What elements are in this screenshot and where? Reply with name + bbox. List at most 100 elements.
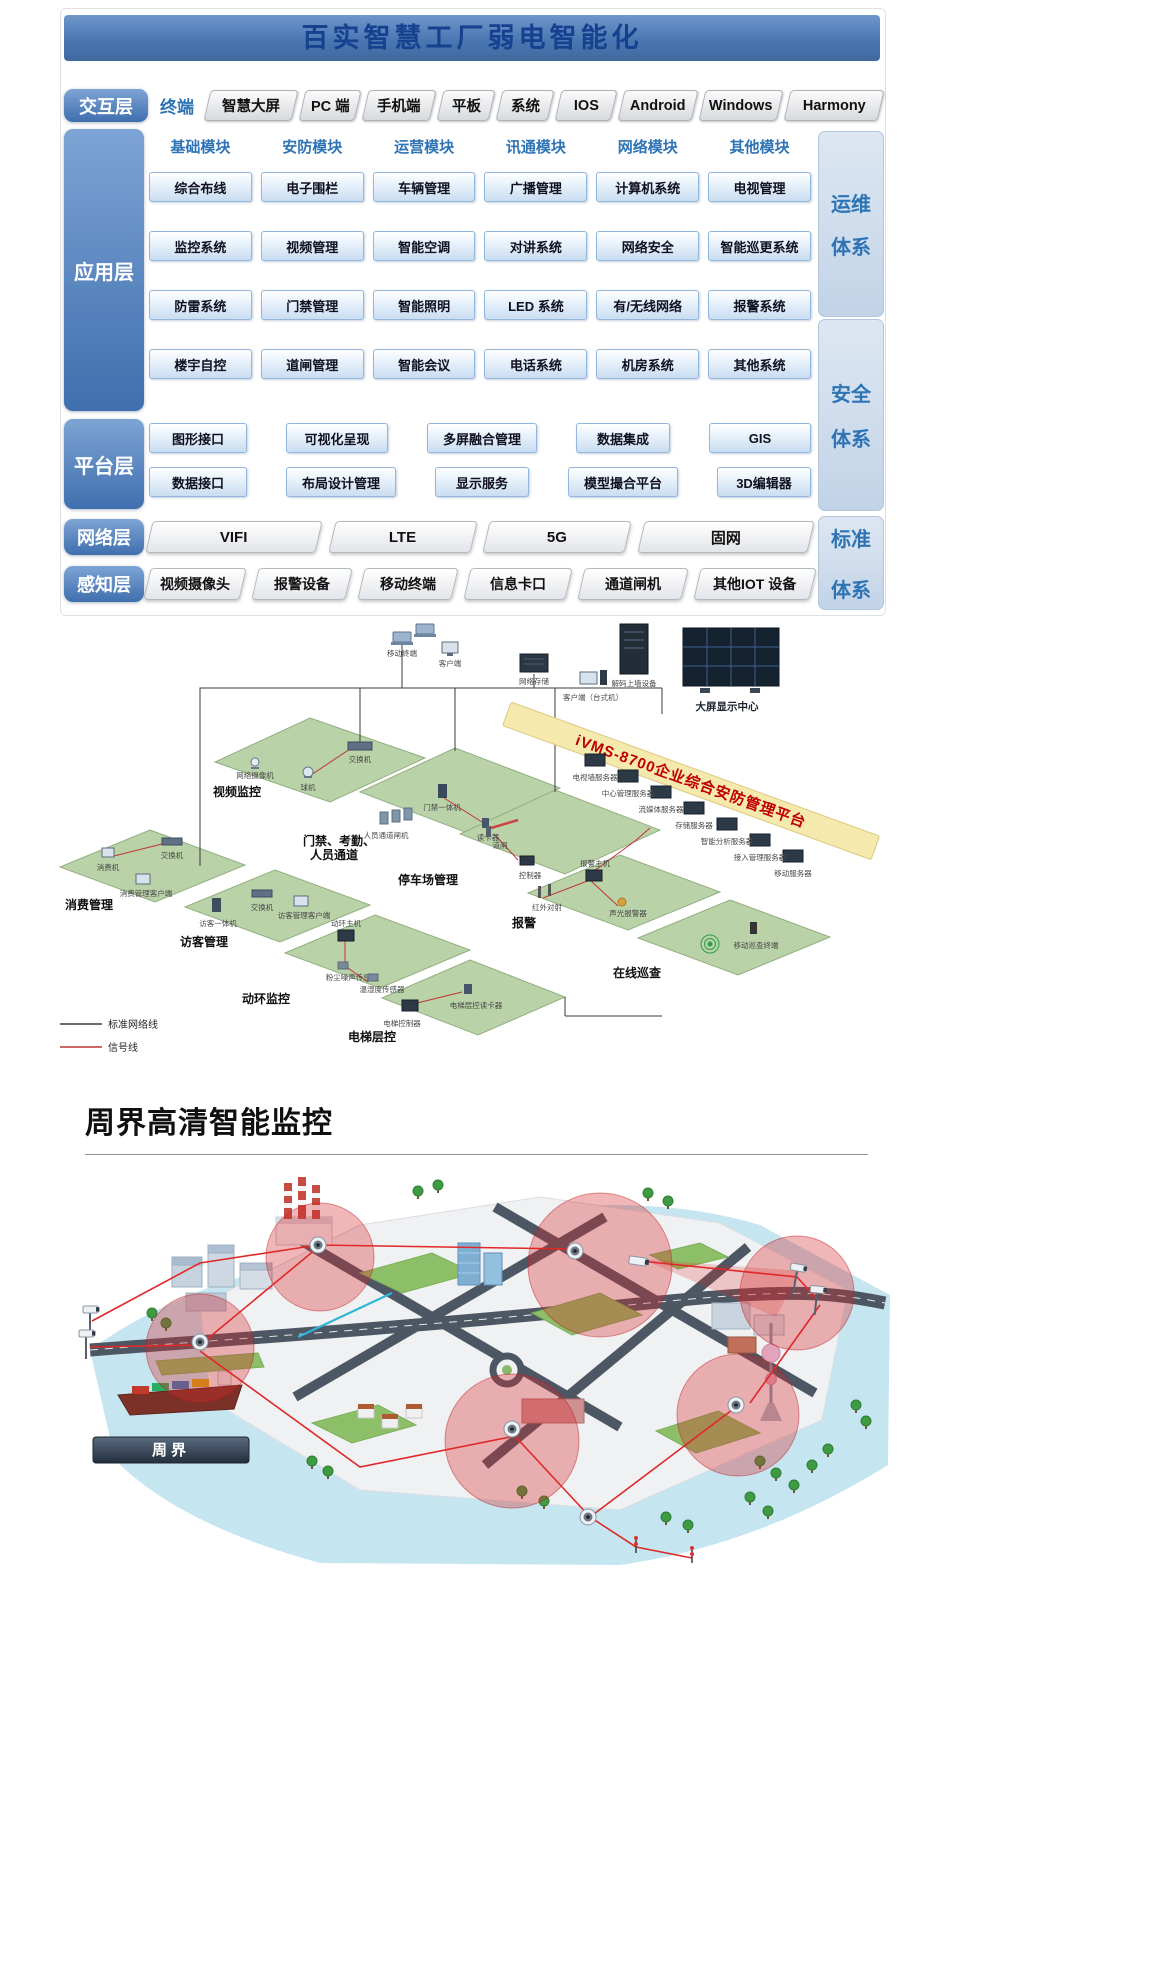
interaction-chip-system: 系统	[495, 90, 555, 121]
visitor-client-label: 访客管理客户端	[278, 910, 331, 920]
zone-label-elevator: 电梯层控	[348, 1029, 396, 1044]
module-item: 电子围栏	[260, 172, 364, 202]
module-item: LED 系统	[484, 290, 588, 320]
chip-label: 5G	[547, 528, 568, 546]
chip-label: Windows	[709, 97, 773, 114]
platform-item: 显示服务	[435, 467, 529, 497]
module-item: 综合布线	[149, 172, 252, 202]
perception-item-iot: 其他IOT 设备	[693, 568, 817, 600]
chip-label: 视频摄像头	[160, 576, 230, 592]
glass-towers	[457, 1242, 503, 1286]
switch-icon	[347, 741, 373, 751]
desktop-client-icon	[579, 670, 607, 685]
zone-label-access-1: 门禁、考勤、	[303, 833, 375, 848]
module-item: 视频管理	[260, 231, 364, 261]
parking-controller-label: 控制器	[519, 870, 542, 880]
module-item: 楼宇自控	[149, 349, 252, 379]
access-terminal-icon	[438, 784, 447, 798]
mobile-terminal-label: 移动终端	[387, 648, 417, 658]
alarm-host-label: 报警主机	[580, 858, 610, 868]
chip-label: 其他IOT 设备	[713, 576, 797, 592]
server-label-center-mgmt: 中心管理服务器	[602, 788, 655, 798]
road-dashes	[89, 1292, 886, 1351]
server-chain	[584, 753, 804, 863]
system-block-line: 安全	[831, 384, 871, 406]
terminal-label: 终端	[160, 98, 194, 117]
legend-signal-line-label: 信号线	[108, 1041, 138, 1054]
patrol-point-icon	[700, 934, 720, 954]
system-block-safety: 安全 体系	[818, 319, 884, 511]
temp-sensor-label: 温湿度传感器	[360, 984, 405, 994]
module-header: 安防模块	[282, 138, 343, 156]
interaction-chip-ios: IOS	[554, 90, 618, 121]
zone-label-patrol: 在线巡查	[613, 965, 662, 980]
server-label-analytics: 智能分析服务器	[701, 836, 754, 846]
zone-parking	[458, 789, 662, 875]
desktop-client-label: 客户端（台式机）	[563, 692, 623, 702]
dome-camera-icon	[727, 1396, 745, 1414]
zone-label-consume: 消费管理	[65, 897, 113, 912]
switch-label: 交换机	[349, 754, 372, 764]
zone-alarm	[526, 854, 722, 931]
topology-legend: 标准网络线 信号线	[60, 1018, 158, 1054]
module-item: 电话系统	[484, 349, 588, 379]
buildings-east	[711, 1302, 785, 1354]
perception-item-mobile: 移动终端	[357, 568, 459, 600]
platform-item: 多屏融合管理	[427, 423, 537, 453]
chip-label: 系统	[510, 99, 540, 115]
elevator-controller-icon	[401, 999, 419, 1012]
module-header: 基础模块	[170, 138, 231, 156]
chip-label: VIFI	[220, 528, 248, 546]
chip-label: 移动终端	[380, 576, 436, 592]
houses-south	[357, 1398, 585, 1429]
display-center-label: 大屏显示中心	[696, 700, 759, 713]
module-column-security: 安防模块 电子围栏 视频管理 门禁管理 道闸管理	[260, 133, 364, 408]
coverage-circles	[145, 1192, 855, 1509]
platform-item: 数据接口	[149, 467, 247, 497]
cargo-ship	[117, 1370, 243, 1416]
ir-beam-icon	[538, 884, 551, 898]
zone-elevator	[380, 959, 567, 1036]
video-wall	[682, 627, 780, 693]
dome-camera-icon	[579, 1508, 597, 1526]
env-host-icon	[337, 929, 355, 942]
module-item: 防雷系统	[149, 290, 252, 320]
server-label-tv-wall: 电视墙服务器	[573, 772, 618, 782]
chip-label: 通道闸机	[605, 576, 661, 592]
visitor-client-icon	[293, 895, 309, 907]
visitor-kiosk-icon	[212, 898, 221, 912]
module-column-operation: 运营模块 车辆管理 智能空调 智能照明 智能会议	[372, 133, 476, 408]
alarm-host-icon	[585, 869, 603, 882]
zone-label-access-2: 人员通道	[310, 847, 358, 862]
turnstile-icon	[379, 807, 413, 825]
platform-item: 3D编辑器	[717, 467, 811, 497]
chip-label: 平板	[451, 99, 481, 115]
system-block-line: 体系	[831, 237, 871, 259]
perception-item-alarm: 报警设备	[251, 568, 353, 600]
zone-label-alarm: 报警	[512, 915, 536, 930]
decoder-server-tower	[619, 623, 649, 675]
chip-label: 智慧大屏	[222, 99, 280, 115]
interaction-chip-smart-screen: 智慧大屏	[203, 90, 299, 121]
client-label: 客户端	[439, 658, 462, 668]
module-item: 广播管理	[484, 172, 588, 202]
dust-sensor-label: 粉尘噪声传感器	[326, 972, 379, 982]
system-block-line: 体系	[831, 580, 871, 602]
module-item: 智能巡更系统	[708, 231, 811, 261]
chip-label: PC 端	[310, 99, 350, 115]
perception-items-row: 视频摄像头 报警设备 移动终端 信息卡口 通道闸机 其他IOT 设备	[143, 568, 817, 600]
env-host-label: 动环主机	[331, 918, 361, 928]
server-label-mobile: 移动服务器	[774, 868, 812, 878]
system-block-line: 标准	[831, 529, 871, 551]
platform-item: 模型撮合平台	[568, 467, 678, 497]
interaction-chip-pad: 平板	[436, 90, 496, 121]
dome-camera-icon	[191, 1333, 209, 1351]
server-label-access-mgmt: 接入管理服务器	[734, 852, 787, 862]
chip-label: Android	[630, 97, 686, 114]
platform-item: 可视化呈现	[286, 423, 388, 453]
interaction-chip-harmony: Harmony	[783, 90, 885, 121]
zone-video-surveillance	[213, 717, 427, 803]
platform-item: 图形接口	[149, 423, 247, 453]
sounder-icon	[617, 897, 627, 907]
